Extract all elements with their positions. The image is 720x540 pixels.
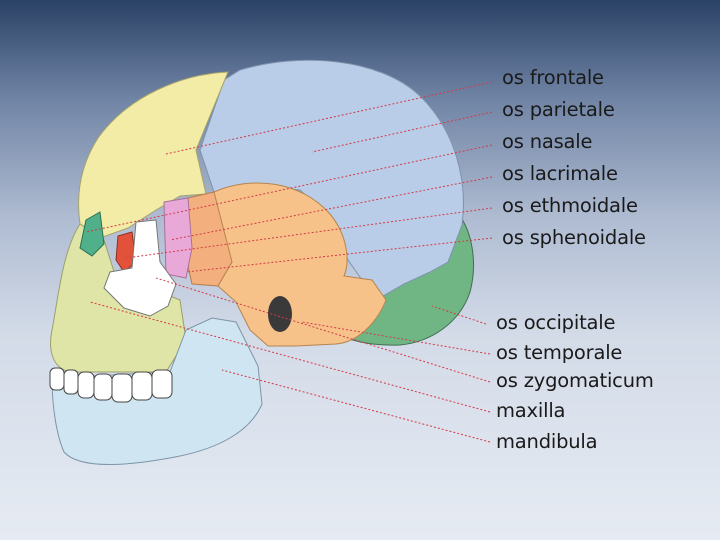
label-maxilla: maxilla (496, 399, 565, 422)
label-os-parietale: os parietale (502, 98, 615, 121)
label-os-temporale: os temporale (496, 341, 622, 364)
bone-lacrimale (164, 198, 192, 278)
label-os-frontale: os frontale (502, 66, 604, 89)
label-mandibula: mandibula (496, 430, 597, 453)
label-os-lacrimale: os lacrimale (502, 162, 618, 185)
leader-mandibula (222, 370, 490, 442)
label-os-ethmoidale: os ethmoidale (502, 194, 638, 217)
label-os-zygomaticum: os zygomaticum (496, 369, 654, 392)
label-os-nasale: os nasale (502, 130, 592, 153)
label-os-occipitale: os occipitale (496, 311, 615, 334)
label-os-sphenoidale: os sphenoidale (502, 226, 646, 249)
